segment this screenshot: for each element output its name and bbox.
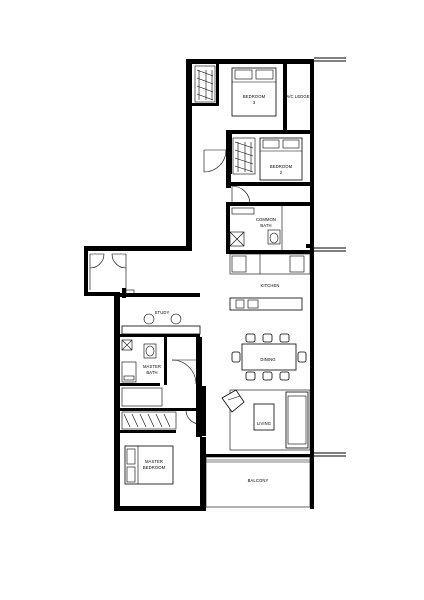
label-kitchen: KITCHEN xyxy=(260,283,279,288)
bed-master-bedroom xyxy=(124,445,174,485)
label-common-bath-2: BATH xyxy=(260,223,271,228)
label-master-bedroom-1: MASTER xyxy=(145,459,163,464)
exterior-walls xyxy=(84,59,314,511)
windows xyxy=(205,57,346,508)
common-bath-fixtures xyxy=(229,206,283,250)
service-shaft xyxy=(125,289,135,297)
label-common-bath-1: COMMON xyxy=(256,217,276,222)
label-master-bedroom-2: BEDROOM xyxy=(143,465,166,470)
kitchen-island xyxy=(229,297,303,311)
wardrobe-bedroom-3 xyxy=(194,65,216,103)
label-bedroom-3: BEDROOM xyxy=(243,94,266,99)
living-furniture xyxy=(221,389,311,451)
label-bedroom-2: BEDROOM xyxy=(270,164,293,169)
label-bedroom-3-number: 3 xyxy=(253,100,256,105)
label-living: LIVING xyxy=(257,421,271,426)
master-bath-fixtures xyxy=(121,339,163,407)
label-bedroom-2-number: 2 xyxy=(280,170,283,175)
study-desk xyxy=(121,313,201,335)
wardrobe-master-bedroom xyxy=(121,411,177,430)
kitchen-counter xyxy=(229,253,311,275)
interior-walls xyxy=(120,64,310,511)
doors xyxy=(89,149,251,425)
room-labels: BEDROOM 3 A/C LEDGE BEDROOM 2 COMMON BAT… xyxy=(143,94,310,483)
bed-bedroom-3 xyxy=(231,67,277,117)
label-master-bath-2: BATH xyxy=(146,370,157,375)
label-study: STUDY xyxy=(155,310,170,315)
wardrobe-bedroom-2 xyxy=(232,137,256,175)
dining-table xyxy=(231,333,307,381)
label-dining: DINING xyxy=(260,357,275,362)
label-ac-ledge: A/C LEDGE xyxy=(286,94,309,99)
label-master-bath-1: MASTER xyxy=(143,364,161,369)
bed-bedroom-2 xyxy=(259,137,303,181)
label-balcony: BALCONY xyxy=(248,478,269,483)
